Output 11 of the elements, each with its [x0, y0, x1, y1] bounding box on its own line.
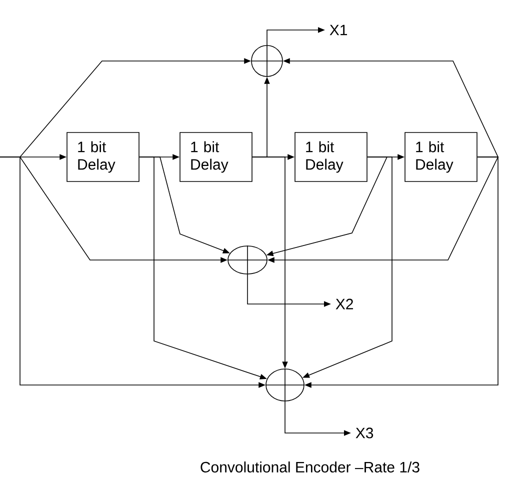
output-label: X3 [356, 428, 374, 438]
delay-box: 1 bit Delay [294, 132, 368, 182]
delay-box: 1 bit Delay [404, 132, 478, 182]
output-label: X1 [330, 24, 347, 36]
caption: Convolutional Encoder –Rate 1/3 [200, 461, 420, 472]
adder-circle [227, 245, 268, 275]
adder-circle [265, 368, 305, 402]
delay-box: 1 bit Delay [180, 132, 252, 182]
output-label: X2 [336, 298, 353, 310]
adder-circle [250, 44, 284, 78]
delay-box: 1 bit Delay [66, 132, 140, 182]
